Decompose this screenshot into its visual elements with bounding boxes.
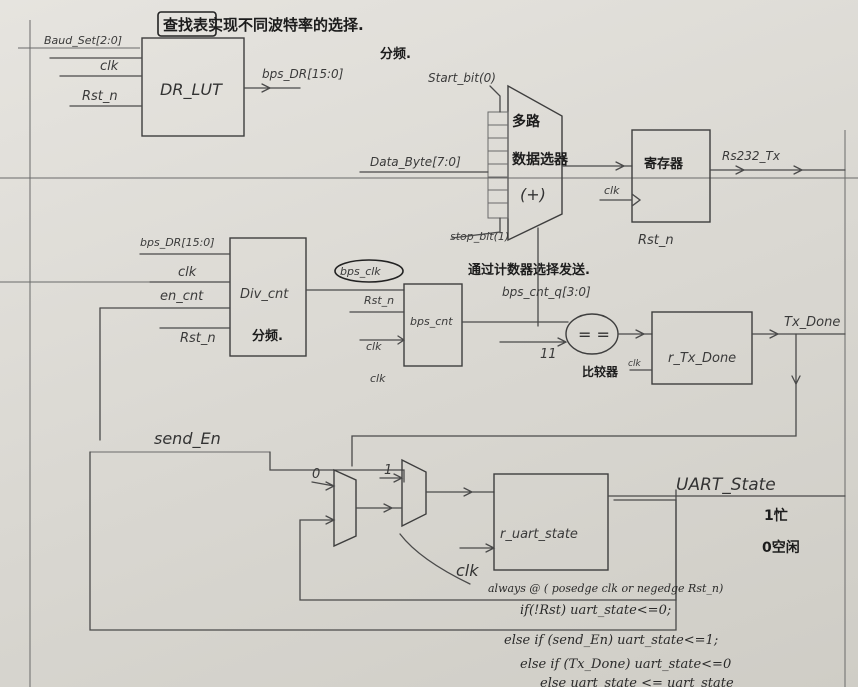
mux-stop-wire (451, 217, 501, 239)
mux-label-1: 多路 (512, 113, 541, 130)
comparator-label: 比较器 (582, 364, 619, 379)
mux-start-label: Start_bit(0) (428, 71, 496, 85)
tx-done-feedback-arrow (791, 375, 801, 386)
comparator-const-label: 11 (540, 347, 557, 362)
reg-block (631, 129, 711, 223)
state-mux-1 (333, 468, 357, 548)
bps-cnt-clk-label: clk (366, 340, 382, 353)
state-mux-in0-wire (311, 481, 336, 491)
bps-cnt-clk-wire (359, 335, 406, 345)
title-circle-mark (157, 11, 217, 37)
comparator-out-arrow (635, 329, 646, 339)
title-sub-text: 分频. (380, 46, 411, 62)
comparator-symbol: = = (578, 325, 610, 344)
div-cnt-name: Div_cnt (240, 287, 289, 302)
div-cnt-note: 分频. (252, 328, 283, 344)
mux-label-2: 数据选器 (512, 151, 569, 168)
tx-done-clk-label: clk (628, 359, 641, 369)
uart-state-busy-label: 1忙 (764, 507, 788, 524)
dr-lut-block (141, 37, 245, 137)
reg-out-arrow-2 (793, 165, 804, 175)
uart-state-idle-label: 0空闲 (762, 539, 800, 556)
code-line-4: else if (Tx_Done) uart_state<=0 (520, 657, 731, 672)
code-line-5: else uart_state <= uart_state (540, 676, 734, 687)
uart-state-clk-label: clk (456, 561, 479, 580)
div-cnt-en-label: en_cnt (160, 289, 204, 304)
state-mux-link-wire (355, 503, 403, 513)
state-mux-in0-label: 0 (312, 467, 320, 482)
dr-lut-clk-label: clk (100, 59, 119, 74)
state-mux-in1-wire (379, 473, 404, 483)
mux-to-reg-arrow (615, 161, 626, 171)
tx-done-out-arrow (769, 329, 780, 339)
bps-clk-circle-mark (334, 259, 404, 283)
bps-cnt-bpsclk-label: bps_clk (340, 265, 381, 278)
reg-label: 寄存器 (644, 156, 684, 172)
send-en-to-mux-wire (269, 451, 405, 483)
state-mux-in1-label: 1 (384, 463, 392, 478)
bps-cnt-block (403, 283, 463, 367)
title-text: 查找表实现不同波特率的选择. (163, 16, 364, 34)
comparator-const-wire (499, 337, 568, 347)
dr-lut-out-label: bps_DR[15:0] (262, 67, 344, 81)
mux-data-label: Data_Byte[7:0] (370, 155, 461, 169)
reg-out-arrow-1 (735, 165, 746, 175)
bps-cnt-clk-below-label: clk (370, 372, 386, 385)
state-feedback-wire (299, 499, 677, 601)
uart-state-name: r_uart_state (500, 527, 578, 542)
reg-out-label: Rs232_Tx (722, 149, 781, 163)
mux-start-wire (489, 85, 501, 113)
code-line-3: else if (send_En) uart_state<=1; (504, 633, 718, 648)
state-feedback-arrow (325, 515, 336, 525)
tx-done-out-label: Tx_Done (784, 315, 840, 330)
div-cnt-dr-label: bps_DR[15:0] (140, 236, 215, 249)
state-mux-out-wire (425, 487, 495, 497)
dr-lut-name: DR_LUT (160, 80, 223, 100)
code-pointer-wire (399, 533, 471, 585)
state-mux-2 (401, 458, 427, 528)
dr-lut-out-arrow (261, 83, 272, 93)
dr-lut-baud-label: Baud_Set[2:0] (44, 34, 122, 47)
uart-state-block (493, 473, 609, 571)
reg-clk-edge (631, 193, 642, 207)
div-cnt-clk-label: clk (178, 265, 197, 280)
reg-rst-label: Rst_n (638, 233, 674, 248)
code-line-1: always @ ( posedge clk or negedge Rst_n) (488, 582, 723, 595)
div-cnt-block (229, 237, 307, 357)
bps-cnt-out-label: bps_cnt_q[3:0] (502, 285, 591, 299)
tx-done-block (651, 311, 753, 385)
mux-data-register (487, 111, 509, 219)
bps-cnt-rst-label: Rst_n (364, 294, 394, 307)
reg-clk-label: clk (604, 184, 620, 197)
dr-lut-rst-label: Rst_n (82, 89, 118, 104)
mux-note: 通过计数器选择发送. (468, 262, 590, 278)
mux-label-3: (+) (520, 185, 546, 204)
tx-done-name: r_Tx_Done (668, 351, 736, 366)
uart-state-clk-wire (459, 543, 496, 553)
uart-state-out-label: UART_State (676, 475, 776, 495)
code-line-2: if(!Rst) uart_state<=0; (520, 603, 671, 618)
bps-cnt-name: bps_cnt (410, 315, 453, 328)
div-cnt-rst-label: Rst_n (180, 331, 216, 346)
send-en-label: send_En (154, 429, 221, 449)
